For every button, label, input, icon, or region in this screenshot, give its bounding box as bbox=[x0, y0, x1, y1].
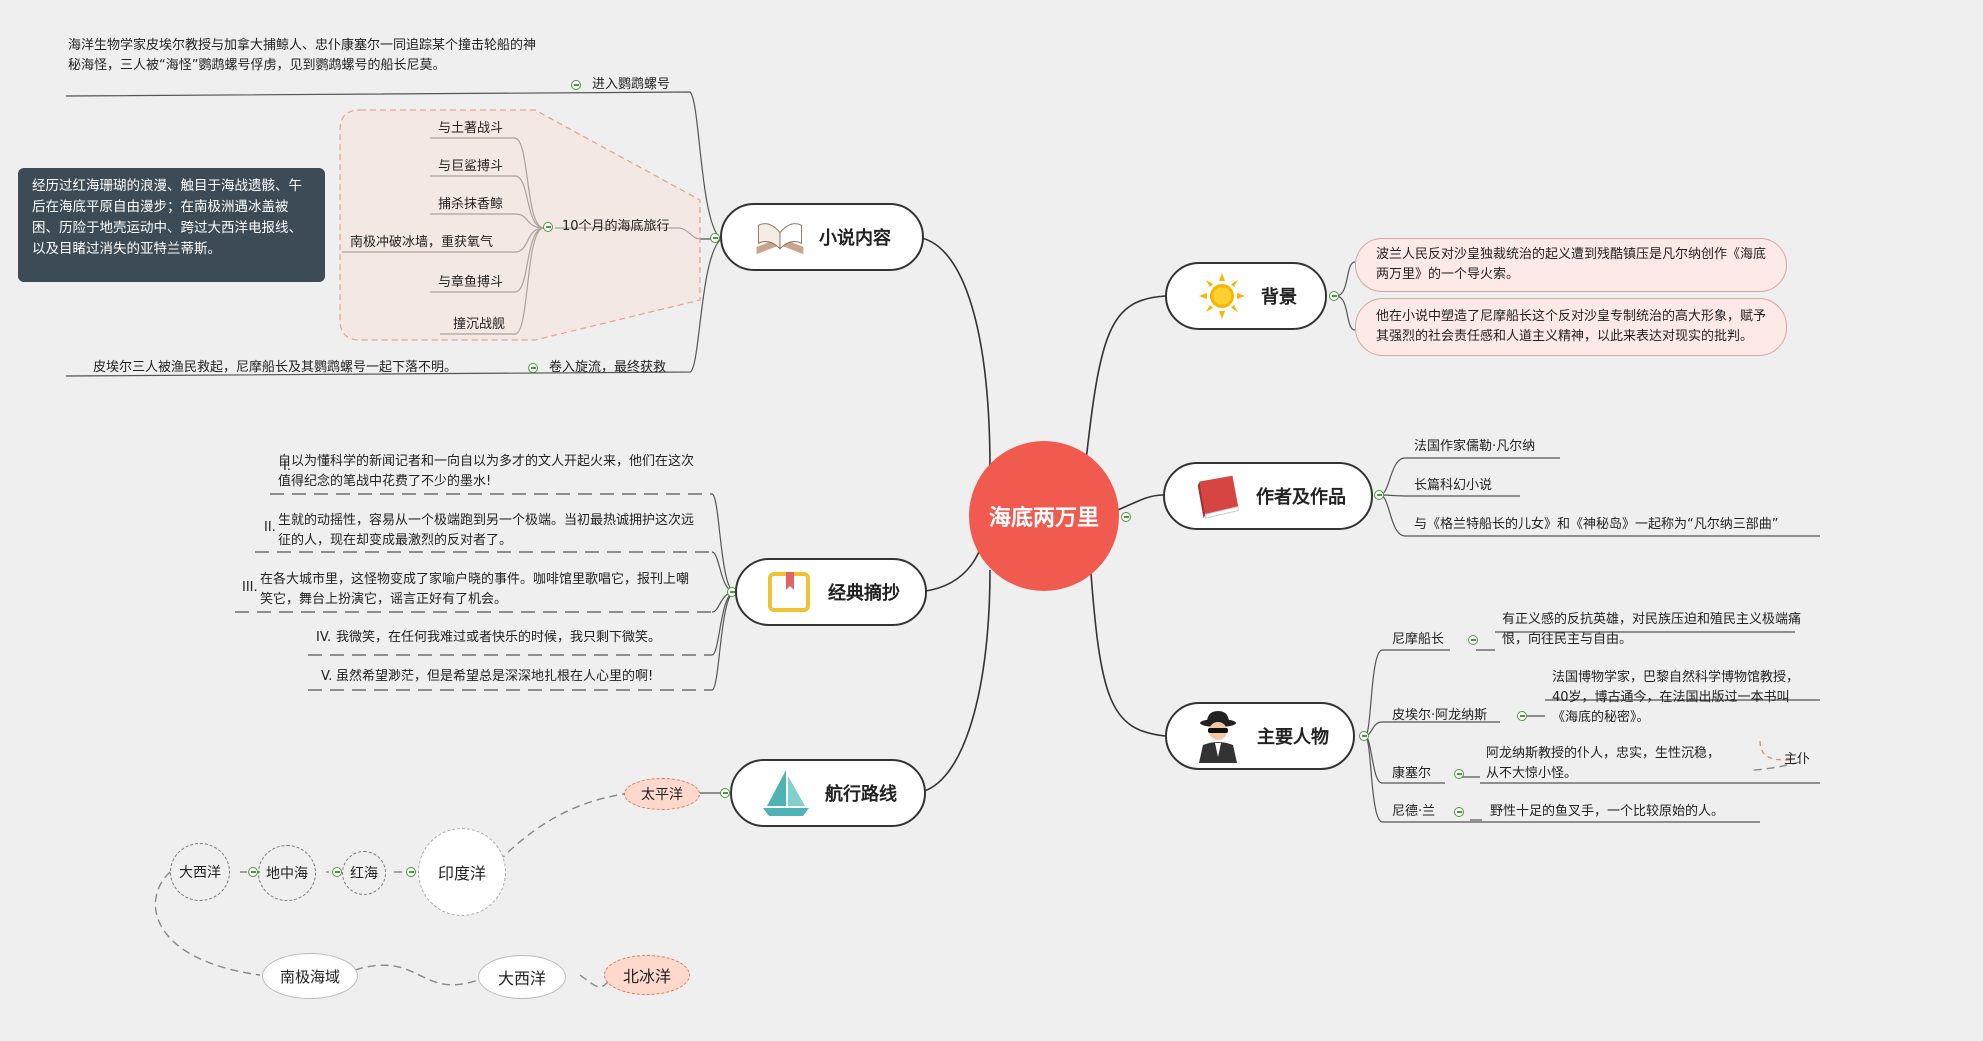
collapse-toggle[interactable] bbox=[1329, 291, 1339, 301]
author-item: 与《格兰特船长的儿女》和《神秘岛》一起称为“凡尔纳三部曲” bbox=[1414, 517, 1779, 532]
route-stop-antarctic[interactable]: 南极海域 bbox=[262, 953, 358, 999]
vortex-text: 皮埃尔三人被渔民救起，尼摩船长及其鹦鹉螺号一起下落不明。 bbox=[93, 360, 458, 375]
quote-num: III. bbox=[242, 580, 258, 595]
collapse-toggle[interactable] bbox=[1517, 711, 1527, 721]
quote-text: 自以为懂科学的新闻记者和一向自以为多才的文人开起火来，他们在这次值得纪念的笔战中… bbox=[278, 454, 695, 489]
voyage-item: 与土著战斗 bbox=[438, 121, 504, 136]
route-stop-pacific[interactable]: 太平洋 bbox=[624, 778, 700, 810]
quote-text: 在各大城市里，这怪物变成了家喻户晓的事件。咖啡馆里歌唱它，报刊上嘲笑它，舞台上扮… bbox=[260, 572, 690, 607]
vortex-label: 卷入旋流，最终获救 bbox=[549, 360, 667, 375]
route-stop-atlantic-2[interactable]: 大西洋 bbox=[478, 955, 566, 999]
character-desc: 法国博物学家，巴黎自然科学博物馆教授，40岁，博古通今，在法国出版过一本书叫《海… bbox=[1552, 670, 1800, 725]
character-desc: 有正义感的反抗英雄，对民族压迫和殖民主义极端痛恨，向往民主与自由。 bbox=[1502, 612, 1802, 647]
author-item: 法国作家儒勒·凡尔纳 bbox=[1414, 439, 1536, 454]
sun-icon bbox=[1195, 269, 1249, 323]
voyage-note: 经历过红海珊瑚的浪漫、触目于海战遗骸、午后在海底平原自由漫步；在南极洲遇冰盖被困… bbox=[18, 168, 325, 282]
quote-text: 虽然希望渺茫，但是希望总是深深地扎根在人心里的啊! bbox=[336, 669, 654, 684]
collapse-toggle[interactable] bbox=[543, 222, 553, 232]
quote-text: 生就的动摇性，容易从一个极端跑到另一个极端。当初最热诚拥护这次远征的人，现在却变… bbox=[278, 513, 695, 548]
topic-quotes[interactable]: 经典摘抄 bbox=[735, 558, 927, 626]
character-desc: 阿龙纳斯教授的仆人，忠实，生性沉稳，从不大惊小怪。 bbox=[1486, 746, 1721, 781]
enter-label: 进入鹦鹉螺号 bbox=[592, 77, 671, 92]
route-stop-atlantic[interactable]: 大西洋 bbox=[170, 843, 230, 901]
topic-label: 经典摘抄 bbox=[828, 583, 900, 604]
open-book-icon bbox=[753, 210, 807, 264]
collapse-toggle[interactable] bbox=[1359, 731, 1369, 741]
route-stop-redsea[interactable]: 红海 bbox=[342, 851, 386, 895]
voyage-item: 与巨鲨搏斗 bbox=[438, 159, 504, 174]
topic-label: 背景 bbox=[1261, 287, 1297, 308]
background-item: 他在小说中塑造了尼摩船长这个反对沙皇专制统治的高大形象，赋予其强烈的社会责任感和… bbox=[1355, 298, 1787, 356]
collapse-toggle[interactable] bbox=[406, 867, 416, 877]
quote-num: I. bbox=[283, 459, 291, 474]
character-desc: 野性十足的鱼叉手，一个比较原始的人。 bbox=[1490, 804, 1725, 819]
collapse-toggle[interactable] bbox=[1468, 635, 1478, 645]
intro-text: 海洋生物学家皮埃尔教授与加拿大捕鲸人、忠仆康塞尔一同追踪某个撞击轮船的神秘海怪，… bbox=[68, 38, 537, 73]
voyage-item: 南极冲破冰墙，重获氧气 bbox=[350, 235, 494, 250]
topic-content[interactable]: 小说内容 bbox=[720, 203, 924, 271]
collapse-toggle[interactable] bbox=[1454, 807, 1464, 817]
collapse-toggle[interactable] bbox=[528, 363, 538, 373]
topic-background[interactable]: 背景 bbox=[1165, 262, 1327, 330]
topic-label: 小说内容 bbox=[819, 228, 891, 249]
topic-label: 作者及作品 bbox=[1256, 487, 1346, 508]
collapse-toggle[interactable] bbox=[571, 80, 581, 90]
collapse-toggle[interactable] bbox=[720, 788, 730, 798]
central-topic[interactable]: 海底两万里 bbox=[969, 441, 1119, 591]
spy-person-icon bbox=[1191, 709, 1245, 763]
collapse-toggle[interactable] bbox=[248, 867, 258, 877]
topic-label: 主要人物 bbox=[1257, 727, 1329, 748]
character-name: 皮埃尔·阿龙纳斯 bbox=[1392, 708, 1488, 723]
red-book-icon bbox=[1190, 469, 1244, 523]
collapse-toggle[interactable] bbox=[332, 867, 342, 877]
background-item: 波兰人民反对沙皇独裁统治的起义遭到残酷镇压是凡尔纳创作《海底两万里》的一个导火索… bbox=[1355, 238, 1787, 292]
topic-author[interactable]: 作者及作品 bbox=[1163, 462, 1373, 530]
voyage-item: 撞沉战舰 bbox=[453, 317, 506, 332]
topic-label: 航行路线 bbox=[825, 784, 897, 805]
voyage-label: 10个月的海底旅行 bbox=[562, 219, 670, 234]
route-stop-indian[interactable]: 印度洋 bbox=[418, 828, 506, 916]
collapse-toggle[interactable] bbox=[710, 233, 720, 243]
quote-num: V. bbox=[321, 669, 333, 684]
author-item: 长篇科幻小说 bbox=[1414, 478, 1493, 493]
voyage-item: 捕杀抹香鲸 bbox=[438, 197, 504, 212]
route-stop-arctic[interactable]: 北冰洋 bbox=[604, 955, 690, 995]
topic-route[interactable]: 航行路线 bbox=[730, 759, 926, 827]
character-name: 康塞尔 bbox=[1392, 766, 1432, 781]
quote-num: II. bbox=[264, 520, 276, 535]
voyage-item: 与章鱼搏斗 bbox=[438, 275, 504, 290]
character-name: 尼摩船长 bbox=[1392, 632, 1445, 647]
character-name: 尼德·兰 bbox=[1392, 804, 1436, 819]
relation-label: 主仆 bbox=[1784, 752, 1811, 767]
route-stop-mediterranean[interactable]: 地中海 bbox=[258, 845, 316, 901]
topic-characters[interactable]: 主要人物 bbox=[1165, 702, 1355, 770]
collapse-toggle[interactable] bbox=[1454, 769, 1464, 779]
collapse-toggle[interactable] bbox=[1121, 512, 1131, 522]
sailboat-icon bbox=[759, 766, 813, 820]
collapse-toggle[interactable] bbox=[1374, 490, 1384, 500]
bookmark-book-icon bbox=[762, 565, 816, 619]
quote-text: 我微笑，在任何我难过或者快乐的时候，我只剩下微笑。 bbox=[336, 630, 662, 645]
quote-num: IV. bbox=[316, 630, 332, 645]
